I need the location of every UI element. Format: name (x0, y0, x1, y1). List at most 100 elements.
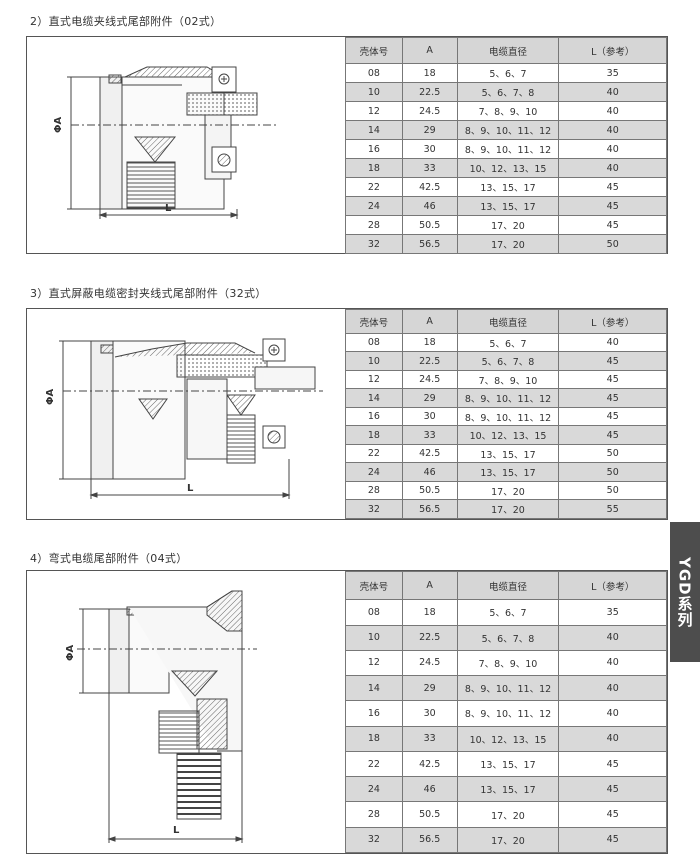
table-cell: 7、8、9、10 (456, 370, 560, 389)
table-cell: 10、12、13、15 (456, 725, 560, 752)
table-cell: 17、20 (456, 826, 560, 854)
table-cell: 42.5 (401, 750, 458, 778)
table-cell: 13、15、17 (456, 462, 560, 482)
table-cell: 7、8、9、10 (456, 649, 560, 677)
table-cell: 17、20 (456, 234, 560, 254)
table-cell: 33 (401, 158, 458, 178)
table-cell: 33 (401, 725, 458, 752)
table-cell: 7、8、9、10 (456, 101, 560, 121)
table-cell: 42.5 (401, 444, 458, 463)
table-cell: 40 (558, 333, 667, 352)
table-cell: 50 (558, 444, 667, 463)
table-cell: 8、9、10、11、12 (456, 388, 560, 408)
header-a: A (401, 570, 458, 601)
header-a: A (401, 309, 458, 334)
table-cell: 46 (401, 776, 458, 803)
table-cell: 40 (558, 158, 667, 178)
table-cell: 10、12、13、15 (456, 158, 560, 178)
table-cell: 5、6、7 (456, 599, 560, 626)
table-cell: 50.5 (401, 481, 458, 500)
table-cell: 45 (558, 826, 667, 854)
table-cell: 8、9、10、11、12 (456, 120, 560, 140)
dim-l-label: L (173, 825, 180, 836)
table-cell: 45 (558, 370, 667, 389)
straight-clamp-accessory-drawing: ΦA L (53, 66, 277, 219)
table-cell: 56.5 (401, 499, 458, 519)
table-cell: 14 (345, 675, 403, 702)
table-cell: 8、9、10、11、12 (456, 675, 560, 702)
header-shell-size: 壳体号 (345, 570, 403, 601)
dim-l-label: L (187, 483, 194, 494)
table-cell: 32 (345, 826, 403, 854)
dim-a-label: ΦA (45, 388, 56, 405)
table-cell: 8、9、10、11、12 (456, 139, 560, 159)
table-cell: 32 (345, 499, 403, 519)
table-cell: 14 (345, 388, 403, 408)
table-cell: 18 (345, 725, 403, 752)
table-cell: 8、9、10、11、12 (456, 700, 560, 727)
table-cell: 46 (401, 196, 458, 216)
table-cell: 40 (558, 675, 667, 702)
table-cell: 17、20 (456, 801, 560, 828)
table-cell: 13、15、17 (456, 177, 560, 197)
table-cell: 13、15、17 (456, 750, 560, 778)
dim-l-label: L (165, 203, 172, 214)
section-04-drawing: ΦA L (27, 571, 345, 853)
section-02-title: 2）直式电缆夹线式尾部附件（02式） (30, 15, 222, 28)
table-cell: 10 (345, 82, 403, 102)
table-cell: 30 (401, 139, 458, 159)
table-cell: 40 (558, 82, 667, 102)
table-cell: 24 (345, 462, 403, 482)
table-cell: 28 (345, 801, 403, 828)
table-cell: 5、6、7、8 (456, 351, 560, 371)
table-cell: 10 (345, 624, 403, 651)
table-cell: 40 (558, 139, 667, 159)
table-cell: 28 (345, 215, 403, 235)
table-cell: 22 (345, 750, 403, 778)
table-cell: 5、6、7 (456, 63, 560, 83)
table-cell: 30 (401, 407, 458, 426)
table-cell: 16 (345, 139, 403, 159)
table-cell: 40 (558, 101, 667, 121)
table-cell: 45 (558, 425, 667, 445)
table-cell: 18 (401, 333, 458, 352)
table-cell: 22.5 (401, 351, 458, 371)
table-cell: 18 (345, 158, 403, 178)
table-cell: 18 (345, 425, 403, 445)
section-32-drawing: ΦA L (27, 309, 345, 519)
table-cell: 24.5 (401, 101, 458, 121)
table-cell: 40 (558, 649, 667, 677)
table-cell: 13、15、17 (456, 776, 560, 803)
table-cell: 13、15、17 (456, 196, 560, 216)
table-cell: 13、15、17 (456, 444, 560, 463)
table-cell: 10 (345, 351, 403, 371)
section-32-title: 3）直式屏蔽电缆密封夹线式尾部附件（32式） (30, 287, 267, 300)
table-cell: 55 (558, 499, 667, 519)
table-cell: 24.5 (401, 370, 458, 389)
table-cell: 16 (345, 700, 403, 727)
table-cell: 45 (558, 388, 667, 408)
table-cell: 45 (558, 750, 667, 778)
table-cell: 24 (345, 196, 403, 216)
table-cell: 29 (401, 388, 458, 408)
table-cell: 35 (558, 599, 667, 626)
dim-a-label: ΦA (65, 644, 76, 661)
